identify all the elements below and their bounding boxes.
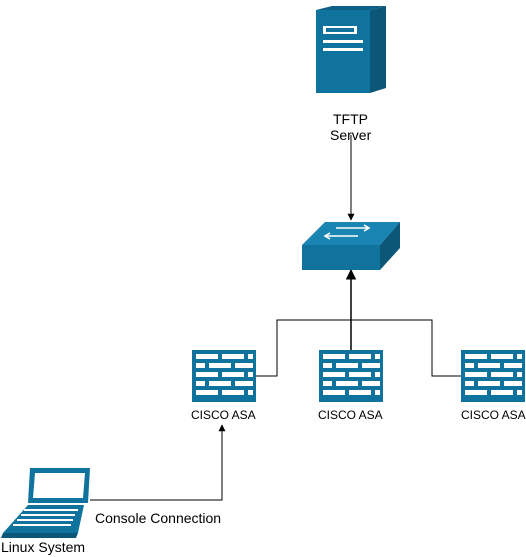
tftp-server-label-line2: Server — [330, 127, 372, 143]
cisco-asa-right-label: CISCO ASA — [461, 408, 526, 422]
connectors — [90, 135, 461, 501]
cisco-asa-center-label: CISCO ASA — [318, 408, 383, 422]
linux-system-label: Linux System — [1, 539, 86, 555]
firewall-right-icon — [461, 350, 525, 402]
firewall-left-icon — [192, 350, 256, 402]
laptop-icon — [1, 468, 90, 538]
edge-console-connection — [90, 424, 226, 501]
edge-asa-bus — [256, 319, 461, 377]
tftp-server-icon — [316, 6, 386, 93]
tftp-server-label-line1: TFTP — [333, 111, 368, 127]
firewall-center-icon — [319, 350, 383, 402]
console-connection-label: Console Connection — [95, 510, 222, 526]
network-switch-icon — [302, 222, 400, 270]
cisco-asa-left-label: CISCO ASA — [191, 408, 256, 422]
